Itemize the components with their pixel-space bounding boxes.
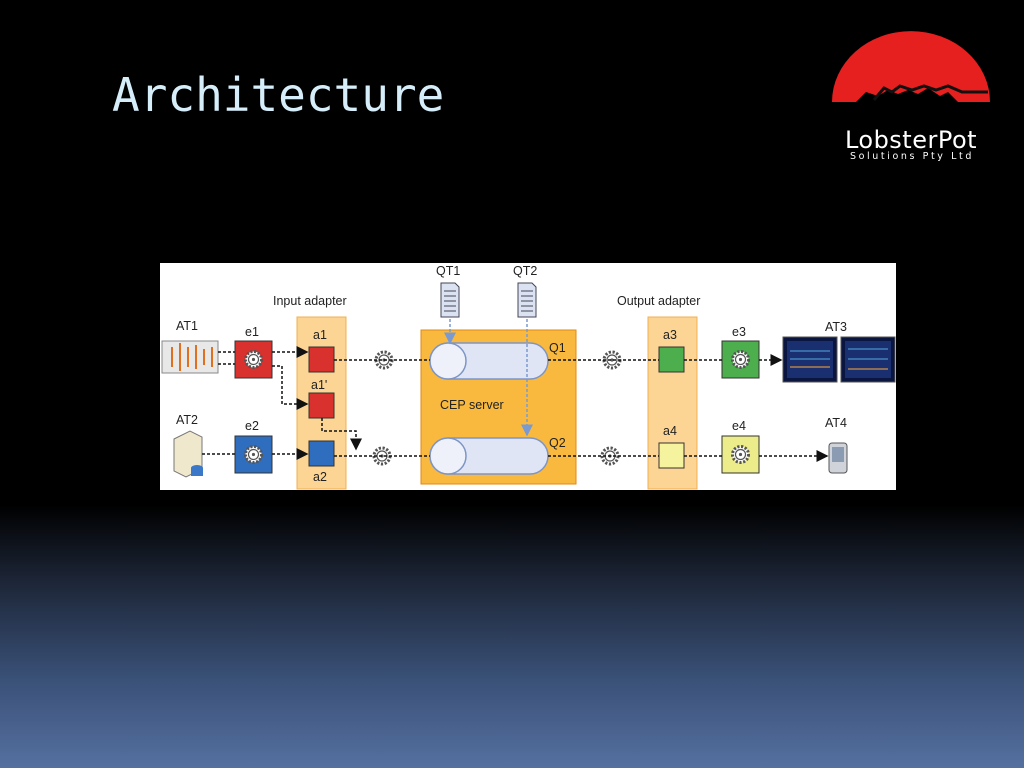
adapter-a3 (658, 346, 685, 373)
query-template-qt2-icon (517, 282, 537, 318)
sink-at3-label: AT3 (825, 320, 847, 334)
source-at2-label: AT2 (176, 413, 198, 427)
query-instance-q1 (429, 342, 549, 380)
query-instance-q2 (429, 437, 549, 475)
adapter-a1-label: a1 (313, 328, 327, 342)
event-e1-label: e1 (245, 325, 259, 339)
event-e3-label: e3 (732, 325, 746, 339)
query-template-qt1-label: QT1 (436, 264, 460, 278)
source-at1-label: AT1 (176, 319, 198, 333)
output-adapter-label: Output adapter (617, 294, 700, 308)
adapter-a4-label: a4 (663, 424, 677, 438)
diagram-canvas: Input adapter Output adapter CEP server … (161, 264, 896, 490)
event-e2-label: e2 (245, 419, 259, 433)
event-sink-at4-icon (828, 442, 848, 474)
query-template-qt1-icon (440, 282, 460, 318)
output-event-e4 (721, 435, 760, 474)
input-event-e2 (234, 435, 273, 474)
company-logo: LobsterPot Solutions Pty Ltd (828, 30, 994, 170)
adapter-a3-label: a3 (663, 328, 677, 342)
query-template-qt2-label: QT2 (513, 264, 537, 278)
adapter-a2 (308, 440, 335, 467)
adapter-a1 (308, 346, 335, 373)
event-e4-label: e4 (732, 419, 746, 433)
adapter-a1-prime-label: a1' (311, 378, 327, 392)
event-source-at2-icon (173, 430, 203, 478)
query-q2-label: Q2 (549, 436, 566, 450)
input-event-e1 (234, 340, 273, 379)
adapter-a4 (658, 442, 685, 469)
slide-title: Architecture (112, 68, 445, 122)
sink-at4-label: AT4 (825, 416, 847, 430)
logo-subtitle: Solutions Pty Ltd (849, 151, 974, 162)
adapter-a1-prime (308, 392, 335, 419)
logo-name: LobsterPot (844, 126, 978, 154)
lobster-logo-icon (832, 31, 990, 102)
output-event-e3 (721, 340, 760, 379)
event-source-at1-icon (161, 340, 219, 374)
query-q1-label: Q1 (549, 341, 566, 355)
cep-server-label: CEP server (440, 398, 504, 412)
cep-architecture-diagram: Input adapter Output adapter CEP server … (160, 263, 896, 490)
adapter-a2-label: a2 (313, 470, 327, 484)
event-sink-at3-icon (782, 336, 896, 383)
input-adapter-label: Input adapter (273, 294, 347, 308)
event-flow-lines (202, 346, 829, 462)
